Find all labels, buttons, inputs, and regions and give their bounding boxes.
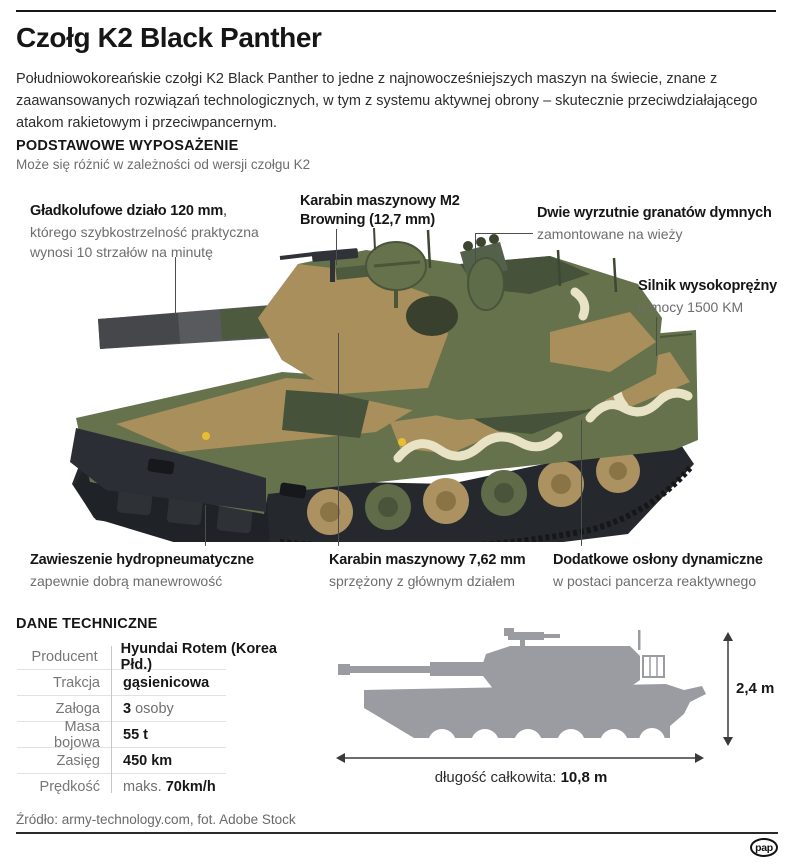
leader-smoke-horizontal [475,233,533,234]
spec-row-producent: Producent Hyundai Rotem (Korea Płd.) [17,641,307,673]
row-separator [17,773,226,774]
spec-value: gąsienicowa [111,675,209,691]
spec-label: Producent [31,648,98,665]
spec-value-bold: Hyundai Rotem (Korea Płd.) [120,640,277,673]
leader-engine [656,317,657,356]
leader-reactive-armor [581,420,582,546]
callout-title: Silnik wysokoprężny [638,278,777,294]
length-label-prefix: długość całkowita: [434,769,561,786]
bottom-rule [16,832,778,834]
callout-desc: którego szybkostrzelność praktyczna wyno… [30,224,259,260]
spec-row-masa: Masa bojowa 55 t [17,719,307,751]
leader-suspension [205,505,206,546]
spec-row-zaloga: Załoga 3 osoby [17,696,307,721]
tank-illustration [70,227,698,542]
top-rule [16,10,776,12]
height-dimension-label: 2,4 m [736,680,775,697]
spec-value-bold: gąsienicowa [123,674,210,691]
spec-label: Załoga [55,700,100,717]
spec-value-prefix: maks. [123,778,166,795]
table-column-divider [111,646,112,793]
spec-label: Zasięg [56,752,100,769]
callout-engine: Silnik wysokoprężny o mocy 1500 KM [638,277,777,317]
callout-title: Zawieszenie hydropneumatyczne [30,552,254,568]
specs-section-title: DANE TECHNICZNE [16,616,158,632]
spec-row-predkosc: Prędkość maks. 70km/h [17,774,307,799]
leader-main-gun [175,257,176,317]
spec-value-bold: 450 km [123,752,173,769]
callout-title: Karabin maszynowy 7,62 mm [329,552,526,568]
callout-title: Karabin maszynowy M2 Browning (12,7 mm) [300,193,460,228]
callout-title: Dodatkowe osłony dynamiczne [553,552,763,568]
page-title: Czołg K2 Black Panther [16,22,322,53]
height-dimension-arrow [723,632,733,746]
callout-desc: w postaci pancerza reaktywnego [553,573,757,589]
row-separator [17,695,226,696]
intro-paragraph: Południowokoreańskie czołgi K2 Black Pan… [16,71,758,131]
row-separator [17,721,226,722]
equipment-section-note: Może się różnić w zależności od wersji c… [16,157,311,172]
row-separator [17,669,226,670]
leader-smoke-vertical [475,233,476,263]
length-label-value: 10,8 m [560,769,608,786]
callout-title: Gładkolufowe działo 120 mm, [30,202,300,221]
leader-coax-gun [338,333,339,546]
source-credit: Źródło: army-technology.com, fot. Adobe … [16,812,296,827]
callout-desc: zapewnie dobrą manewrowość [30,573,223,589]
callout-desc: o mocy 1500 KM [638,299,744,315]
callout-m2: Karabin maszynowy M2 Browning (12,7 mm) [300,192,485,230]
spec-value: 450 km [111,753,172,769]
callout-desc: zamontowane na wieży [537,226,683,242]
specs-table: Producent Hyundai Rotem (Korea Płd.) Tra… [17,641,307,799]
row-separator [17,747,226,748]
callout-desc: sprzężony z głównym działem [329,573,515,589]
spec-value-suffix: osoby [131,700,174,717]
spec-row-zasieg: Zasięg 450 km [17,748,307,773]
callout-reactive-armor: Dodatkowe osłony dynamiczne w postaci pa… [553,551,763,591]
spec-row-trakcja: Trakcja gąsienicowa [17,670,307,695]
callout-title-suffix: , [223,203,227,219]
spec-value-bold: 55 t [123,726,148,743]
length-dimension-label: długość całkowita: 10,8 m [338,769,704,786]
callout-title-text: Gładkolufowe działo 120 mm [30,203,224,219]
spec-label: Trakcja [53,674,100,691]
pap-logo: pap [750,838,778,857]
spec-label: Masa bojowa [54,718,100,751]
callout-suspension: Zawieszenie hydropneumatyczne zapewnie d… [30,551,254,591]
spec-value-bold: 70km/h [165,778,216,795]
leader-m2 [336,229,337,265]
callout-coax-gun: Karabin maszynowy 7,62 mm sprzężony z gł… [329,551,526,591]
length-dimension-arrow [336,753,704,763]
spec-label: Prędkość [39,778,100,795]
equipment-section-title: PODSTAWOWE WYPOSAŻENIE [16,138,239,154]
spec-value: Hyundai Rotem (Korea Płd.) [109,641,307,673]
spec-value: maks. 70km/h [111,779,216,795]
tank-silhouette [338,628,706,752]
callout-smoke: Dwie wyrzutnie granatów dymnych zamontow… [537,204,772,244]
spec-value-bold: 3 [123,700,132,717]
callout-main-gun: Gładkolufowe działo 120 mm, którego szyb… [30,202,300,262]
spec-value: 55 t [111,727,148,743]
callout-title: Dwie wyrzutnie granatów dymnych [537,205,772,221]
spec-value: 3 osoby [111,701,174,717]
